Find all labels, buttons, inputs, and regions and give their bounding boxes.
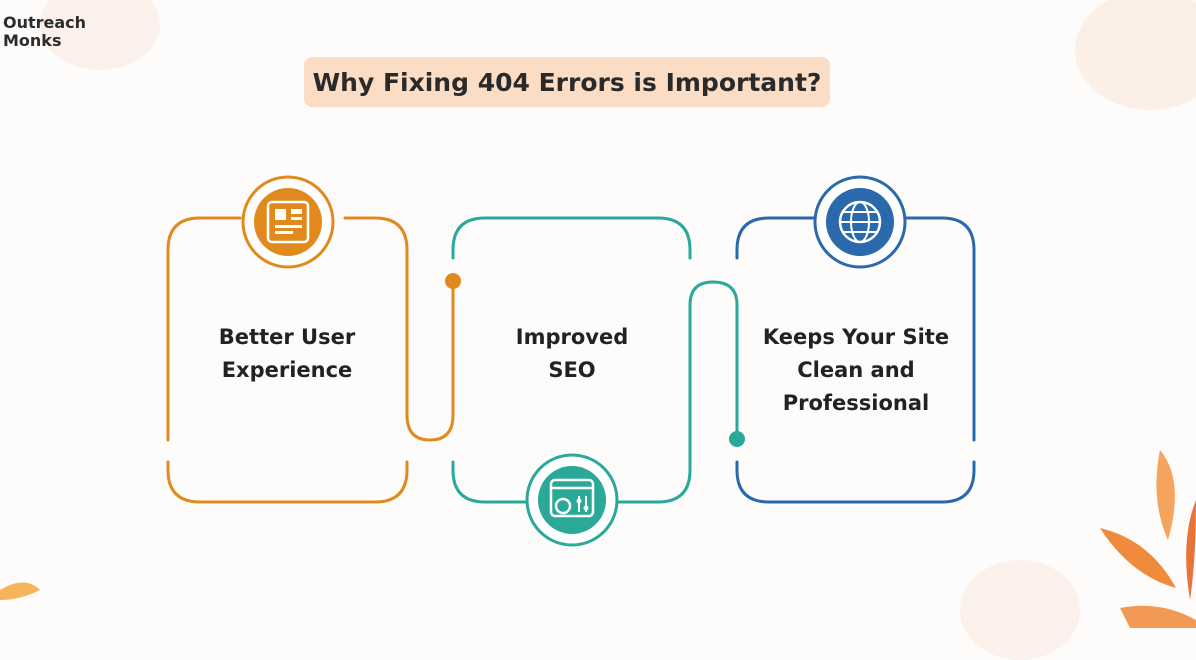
user-experience-icon [241,175,335,269]
card-outline-3 [735,216,976,504]
card-outline-1 [166,216,455,504]
step-3-label-line-3: Professional [782,391,930,415]
decor-blob-top-right [1075,0,1196,110]
step-1-label: Better User Experience [170,321,404,387]
decor-blob-top-left [40,0,160,70]
step-3-label: Keeps Your Site Clean and Professional [740,321,972,420]
card-outline-2 [451,216,739,504]
globe-icon [813,175,907,269]
brand-logo: Outreach Monks [3,14,86,50]
connector-dot-2 [729,431,745,447]
page-title: Why Fixing 404 Errors is Important? [304,57,830,107]
connector-dot-1 [445,273,461,289]
step-1-label-line-2: Experience [221,358,353,382]
step-2-label: Improved SEO [456,321,688,387]
decor-leaves-bottom-right [1100,450,1196,628]
step-2-label-line-2: SEO [548,358,596,382]
brand-line-2: Monks [3,31,62,50]
step-3-label-line-1: Keeps Your Site [762,325,950,349]
step-1-label-line-1: Better User [218,325,356,349]
seo-settings-icon [525,453,619,547]
step-2-label-line-1: Improved [515,325,629,349]
brand-line-1: Outreach [3,13,87,32]
decor-leaf-bottom-left [0,582,40,600]
flow-diagram [0,175,1196,628]
step-3-label-line-2: Clean and [797,358,915,382]
